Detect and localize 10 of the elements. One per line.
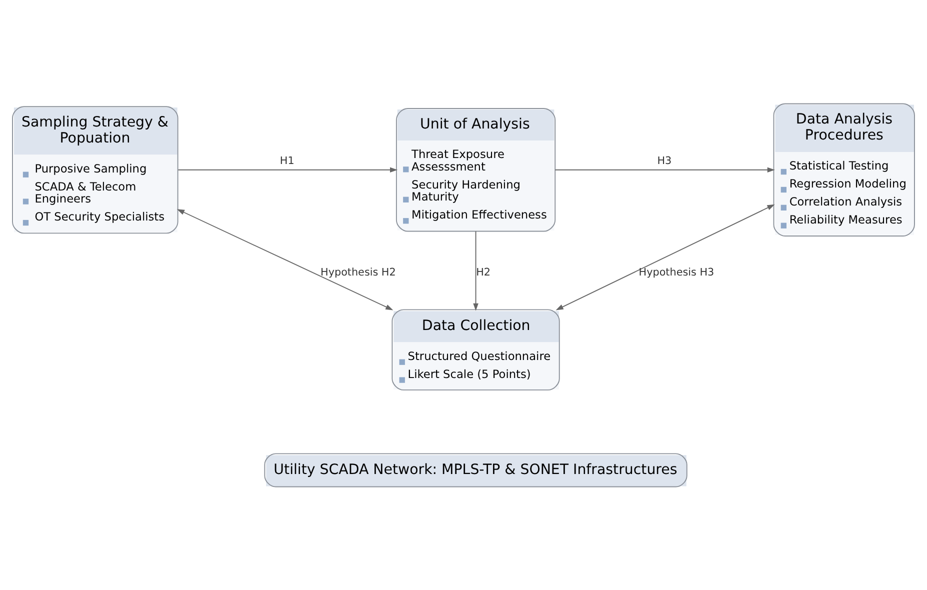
edge-label: Hypothesis H3 xyxy=(638,266,714,278)
edge-label: H3 xyxy=(657,154,672,167)
arrow xyxy=(554,166,775,172)
edge-label: Hypothesis H2 xyxy=(320,266,396,278)
arrow xyxy=(176,208,394,310)
arrow xyxy=(178,166,398,172)
arrow xyxy=(473,230,478,310)
arrow xyxy=(556,204,775,310)
edge-label: H2 xyxy=(476,266,491,278)
edge-label: H1 xyxy=(280,154,294,167)
